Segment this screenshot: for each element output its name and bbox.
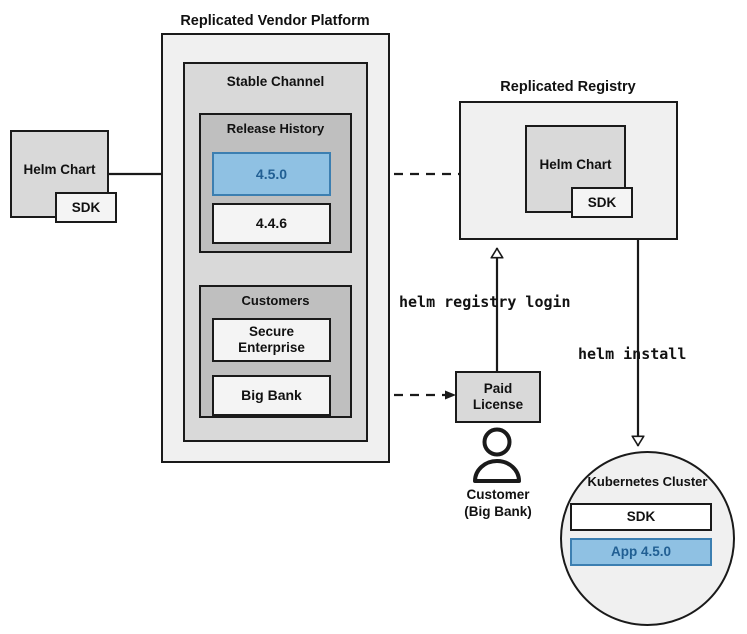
- release-item-4-4-6[interactable]: 4.4.6: [212, 203, 331, 244]
- customer-secure-enterprise[interactable]: Secure Enterprise: [212, 318, 331, 362]
- customer-secure-enterprise-line2: Enterprise: [238, 340, 305, 355]
- customer-person-line2: (Big Bank): [464, 503, 532, 519]
- customer-big-bank[interactable]: Big Bank: [212, 375, 331, 416]
- stable-channel-title: Stable Channel: [226, 74, 325, 89]
- paid-license-line2: License: [472, 397, 524, 412]
- customer-person-label: Customer (Big Bank): [437, 487, 559, 521]
- registry-title: Replicated Registry: [500, 79, 636, 95]
- customer-secure-enterprise-line1: Secure: [248, 324, 295, 340]
- release-item-4-5-0[interactable]: 4.5.0: [212, 152, 331, 196]
- sdk-source[interactable]: SDK: [55, 192, 117, 223]
- cluster-app-box[interactable]: App 4.5.0: [570, 538, 712, 566]
- release-history-title: Release History: [226, 121, 325, 136]
- kubernetes-cluster-title: Kubernetes Cluster: [587, 474, 708, 489]
- customer-person-line1: Customer: [466, 487, 530, 502]
- customer-person-icon: [473, 427, 521, 483]
- vendor-platform-title: Replicated Vendor Platform: [180, 13, 370, 29]
- cmd-helm-registry-login: helm registry login: [399, 293, 571, 311]
- cluster-sdk-box[interactable]: SDK: [570, 503, 712, 531]
- sdk-registry[interactable]: SDK: [571, 187, 633, 218]
- customers-title: Customers: [241, 293, 310, 308]
- paid-license-box[interactable]: Paid License: [455, 371, 541, 423]
- paid-license-line1: Paid: [483, 381, 513, 397]
- cmd-helm-install: helm install: [578, 345, 687, 363]
